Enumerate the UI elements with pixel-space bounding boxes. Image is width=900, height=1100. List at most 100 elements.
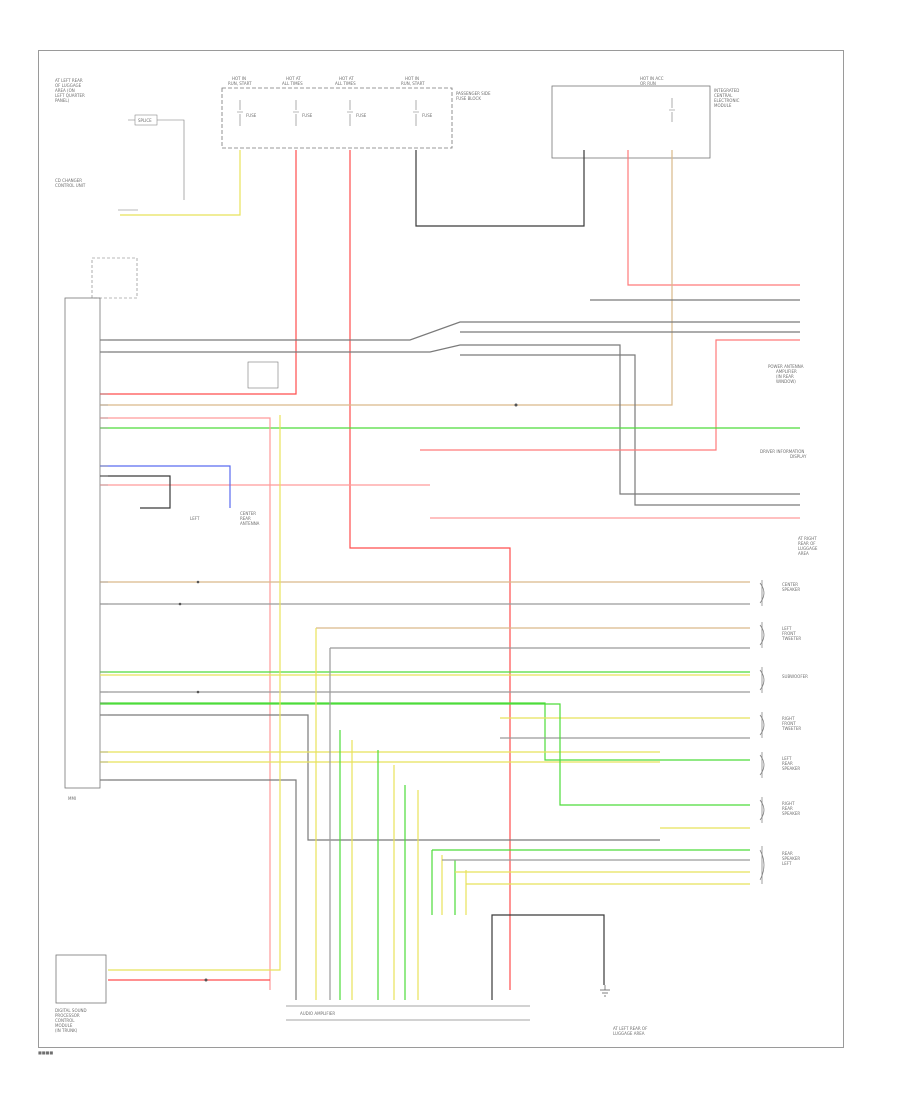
svg-text:SPEAKER: SPEAKER: [782, 587, 800, 592]
svg-text:OF LUGGAGE: OF LUGGAGE: [55, 83, 82, 88]
wire-gray-9: [100, 714, 660, 841]
fuse-1-name: FUSE: [246, 113, 257, 118]
svg-text:AT LEFT REAR: AT LEFT REAR: [55, 78, 83, 83]
svg-text:AMPLIFIER: AMPLIFIER: [776, 369, 797, 374]
wire-red-1: [100, 150, 297, 395]
cem-fuse: [669, 98, 675, 122]
wire-black-1: [415, 150, 585, 227]
left-rear-speaker-label: LEFT: [782, 756, 792, 761]
wire-blue-1: [100, 465, 231, 508]
cem-note-2: CENTRAL: [714, 93, 733, 98]
svg-text:LEFT: LEFT: [190, 516, 200, 521]
digital-sound-processor: [55, 954, 107, 1004]
svg-text:AREA (ON: AREA (ON: [55, 88, 75, 93]
center-speaker-label: CENTER: [782, 582, 798, 587]
fuse-symbols: [237, 100, 419, 126]
top-left-harness: [118, 119, 185, 211]
wire-red-2: [349, 150, 511, 990]
cem-label-2: OR RUN: [640, 81, 656, 86]
cem-label-1: HOT IN ACC: [640, 76, 664, 81]
svg-text:MODULE: MODULE: [55, 1023, 73, 1028]
svg-text:WINDOW): WINDOW): [776, 379, 796, 384]
svg-text:POWER ANTENNA: POWER ANTENNA: [768, 364, 804, 369]
svg-text:REAR: REAR: [782, 761, 793, 766]
svg-text:LUGGAGE: LUGGAGE: [798, 546, 818, 551]
speaker-symbols: [759, 580, 765, 884]
fuse-2-name: FUSE: [302, 113, 313, 118]
mmi-module: [64, 297, 101, 789]
top-left-note: AT LEFT REAR OF LUGGAGE AREA (ON LEFT QU…: [55, 78, 85, 103]
fuse-4-label: HOT IN: [405, 76, 419, 81]
dsp-label: DIGITAL SOUND PROCESSOR CONTROL MODULE (…: [55, 1008, 87, 1033]
svg-text:DRIVER INFORMATION: DRIVER INFORMATION: [760, 449, 804, 454]
svg-text:SPEAKER: SPEAKER: [782, 811, 800, 816]
right-rear-speaker-label: RIGHT: [782, 801, 795, 806]
svg-text:AREA: AREA: [798, 551, 809, 556]
wire-gray-2: [100, 344, 800, 495]
wire-yellow-dsp: [108, 415, 281, 971]
wire-black-ground: [491, 914, 605, 1000]
svg-text:CONTROL: CONTROL: [55, 1018, 75, 1023]
diagram-border: [38, 50, 844, 1048]
svg-text:CENTER: CENTER: [240, 511, 256, 516]
wire-red-3: [627, 150, 800, 286]
fuse-1-sub: RUN, START: [228, 81, 252, 86]
svg-text:ANTENNA: ANTENNA: [240, 521, 260, 526]
svg-text:SPEAKER: SPEAKER: [782, 766, 800, 771]
rear-speaker-label: REAR: [782, 851, 793, 856]
svg-text:TWEETER: TWEETER: [781, 636, 801, 641]
svg-text:(IN TRUNK): (IN TRUNK): [55, 1028, 78, 1033]
svg-text:REAR OF: REAR OF: [798, 541, 816, 546]
cd-changer-label-2: CONTROL UNIT: [55, 183, 86, 188]
wire-yellow-1: [120, 150, 241, 216]
wire-red-4: [420, 339, 800, 451]
svg-text:FRONT: FRONT: [782, 631, 796, 636]
splice-box: [134, 114, 158, 126]
fuse-block: [221, 87, 453, 149]
fuse-block-note-2: FUSE BLOCK: [456, 96, 481, 101]
wire-gray-1: [100, 321, 800, 341]
ground-label-2: LUGGAGE AREA: [613, 1031, 645, 1036]
wire-gray-11: [100, 779, 297, 1000]
fuse-block-note-1: PASSENGER SIDE: [456, 91, 491, 96]
cem-note-3: ELECTRONIC: [714, 98, 740, 103]
svg-text:REAR: REAR: [782, 806, 793, 811]
wire-green-3: [100, 702, 750, 761]
fuse-3-name: FUSE: [356, 113, 367, 118]
left-front-tweeter-label: LEFT: [782, 626, 792, 631]
svg-text:PROCESSOR: PROCESSOR: [55, 1013, 80, 1018]
speaker-labels: CENTER SPEAKER LEFT FRONT TWEETER SUBWOO…: [781, 582, 808, 866]
splice-dots: [178, 403, 518, 982]
svg-text:TWEETER: TWEETER: [781, 726, 801, 731]
ground-symbol: [600, 985, 610, 997]
wire-red-5: [100, 417, 271, 990]
fuse-labels: HOT IN RUN, START HOT AT ALL TIMES HOT A…: [228, 76, 491, 118]
svg-text:AT RIGHT: AT RIGHT: [798, 536, 817, 541]
svg-text:DISPLAY: DISPLAY: [790, 454, 807, 459]
antenna-note: LEFT CENTER REAR ANTENNA: [190, 511, 260, 526]
module-pins: [100, 339, 108, 781]
amplifier-label: AUDIO AMPLIFIER: [300, 1011, 335, 1016]
svg-text:DIGITAL SOUND: DIGITAL SOUND: [55, 1008, 87, 1013]
fuse-3-sub: ALL TIMES: [335, 81, 356, 86]
subwoofer-label: SUBWOOFER: [782, 674, 808, 679]
wire-gray-3: [460, 354, 800, 506]
cem-note-4: MODULE: [714, 103, 732, 108]
svg-text:FRONT: FRONT: [782, 721, 796, 726]
svg-text:LEFT QUARTER: LEFT QUARTER: [55, 93, 85, 98]
fuse-3-label: HOT AT: [339, 76, 354, 81]
ground-label-1: AT LEFT REAR OF: [613, 1026, 648, 1031]
fuse-2-sub: ALL TIMES: [282, 81, 303, 86]
mmi-label: MMI: [68, 796, 76, 801]
svg-text:PANEL): PANEL): [55, 98, 70, 103]
svg-text:REAR: REAR: [240, 516, 251, 521]
fuse-4-name: FUSE: [422, 113, 433, 118]
cem-note-1: INTEGRATED: [714, 88, 739, 93]
cd-changer-label-1: CD CHANGER: [55, 178, 82, 183]
wire-green-4: [100, 703, 750, 806]
mmi-connector: [91, 257, 138, 299]
fuse-1-label: HOT IN: [232, 76, 246, 81]
fuse-4-sub: RUN, START: [401, 81, 425, 86]
